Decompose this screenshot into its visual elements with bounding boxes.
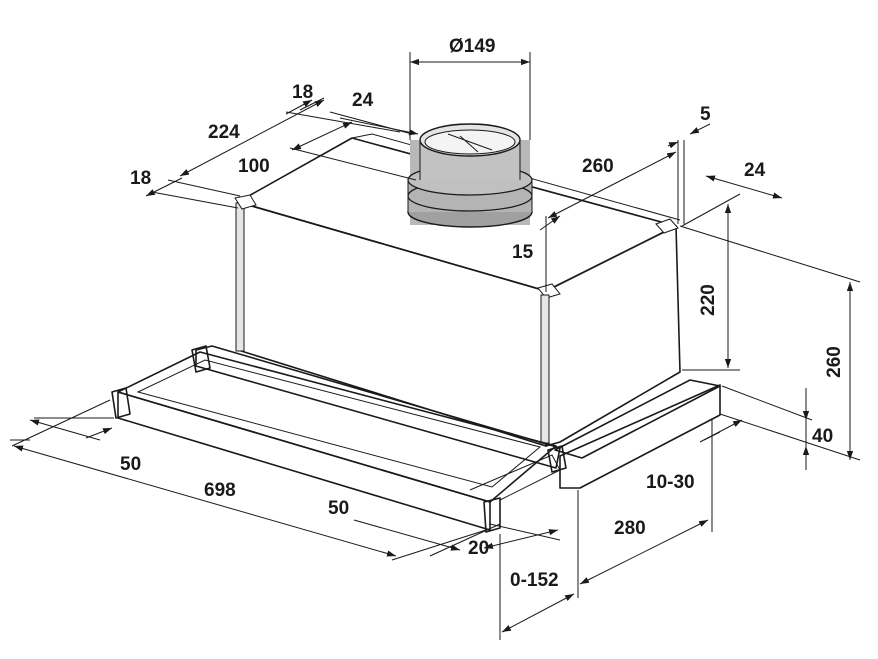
hood-right-face [545,225,681,447]
drawer-tray-inner [136,359,542,488]
label-0-152: 0-152 [510,570,559,591]
label-260-right: 260 [824,346,845,378]
corner-clip-left [234,194,257,210]
label-40: 40 [812,426,833,447]
drawer-visor [111,345,721,533]
label-15: 15 [512,242,534,263]
drawer-rear-right-cap [547,445,567,473]
label-698: 698 [204,480,236,501]
label-18-top: 18 [292,82,313,103]
dimension-lines [10,52,861,640]
label-18-left: 18 [130,168,151,189]
label-24-right: 24 [744,160,766,181]
label-20: 20 [468,538,489,559]
label-280: 280 [614,518,646,539]
duct-collar [407,123,533,228]
label-220: 220 [698,284,719,316]
dimension-labels: Ø149 18 24 224 100 18 5 260 24 15 220 26… [120,36,845,591]
drawer-side-slide [469,454,561,501]
drawer-rear-rail [195,345,561,469]
drawer-left-cap [111,387,131,419]
base-top-strip [554,379,721,459]
base-right-block [559,384,721,489]
label-24-top: 24 [352,90,374,111]
hood-front-edge-strip [540,294,550,444]
label-duct-diameter: Ø149 [449,36,495,57]
hood-front-face [237,201,547,447]
label-260-top: 260 [582,156,614,177]
drawer-right-cap [483,497,501,533]
label-50-front: 50 [328,498,349,519]
label-224: 224 [208,122,240,143]
hood-left-edge-strip [235,202,245,352]
corner-clip-right [655,218,679,234]
label-100: 100 [238,156,270,177]
drawer-rear-cap [191,345,211,373]
label-50-left: 50 [120,454,141,475]
label-10-30: 10-30 [646,472,695,493]
hood-body [234,133,681,447]
duct-damper-flap [447,133,493,151]
label-5: 5 [700,104,711,125]
drawer-front-rail [117,391,491,531]
